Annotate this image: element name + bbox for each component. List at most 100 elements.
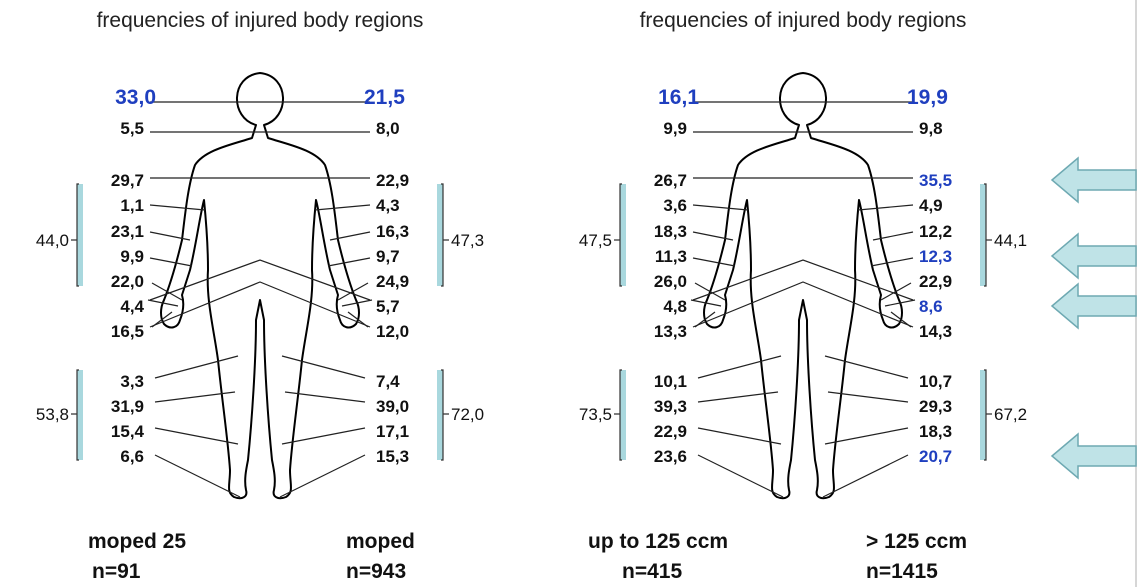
leader-line <box>697 454 784 498</box>
left-shoulder-label: 26,7 <box>654 171 687 190</box>
leader-line <box>692 257 736 267</box>
right-knee-label: 39,0 <box>376 397 409 416</box>
left-elbow-label: 23,1 <box>111 222 144 241</box>
left-elbow-label: 18,3 <box>654 222 687 241</box>
left-lower-bracket-line <box>614 369 622 461</box>
leader-line <box>154 427 239 445</box>
hand-chevron-line <box>149 281 371 328</box>
right-vehicle-label: > 125 ccm <box>866 530 967 553</box>
right-lower-group-total: 72,0 <box>451 405 484 424</box>
hand-chevron-line <box>692 281 914 328</box>
leader-lines <box>147 101 373 498</box>
left-upper-bracket-line <box>614 183 622 287</box>
right-wrist-label: 24,9 <box>376 272 409 291</box>
left-sample-size: n=415 <box>622 560 682 583</box>
left-forearm-label: 11,3 <box>655 247 687 266</box>
right-shoulder-label: 35,5 <box>919 171 952 190</box>
left-shoulder-label: 29,7 <box>111 171 144 190</box>
leader-line <box>824 427 909 445</box>
left-vehicle-label: moped 25 <box>88 530 186 553</box>
left-lower-group-total: 53,8 <box>36 405 69 424</box>
leader-line <box>327 257 371 267</box>
figure-title: frequencies of injured body regions <box>97 9 424 32</box>
left-sample-size: n=91 <box>92 560 141 583</box>
left-lower-bracket-line <box>71 369 79 461</box>
left-arrow-icon <box>1050 282 1137 330</box>
leader-line <box>827 391 909 403</box>
leader-line <box>824 355 909 379</box>
wrist-chevron-line <box>149 259 371 301</box>
right-fingers-label: 12,0 <box>376 322 409 341</box>
figure-right: frequencies of injured body regions 16,1… <box>579 9 1027 583</box>
left-upper-arm-label: 3,6 <box>663 196 687 215</box>
leader-line <box>314 204 371 211</box>
highlight-arrows <box>1050 156 1137 480</box>
leader-line <box>147 299 179 307</box>
leader-line <box>281 355 366 379</box>
leader-line <box>857 204 914 211</box>
leader-line <box>149 204 206 211</box>
value-labels: 16,19,926,73,618,311,326,04,813,310,139,… <box>654 86 952 466</box>
wrist-chevron-line <box>692 259 914 301</box>
right-forearm-label: 9,7 <box>376 247 400 266</box>
right-lower-group-total: 67,2 <box>994 405 1027 424</box>
leader-line <box>154 355 239 379</box>
leader-lines <box>690 101 916 498</box>
right-wrist-label: 22,9 <box>919 272 952 291</box>
right-thigh-label: 10,7 <box>919 372 952 391</box>
value-labels: 33,05,529,71,123,19,922,04,416,53,331,91… <box>111 86 409 466</box>
left-head-label: 16,1 <box>658 86 699 109</box>
left-fingers-label: 13,3 <box>654 322 687 341</box>
leader-line <box>880 282 912 301</box>
left-upper-bracket-line <box>71 183 79 287</box>
leader-line <box>884 299 916 307</box>
right-neck-label: 9,8 <box>919 119 943 138</box>
right-sample-size: n=1415 <box>866 560 938 583</box>
left-lower-bracket <box>77 370 83 460</box>
right-thigh-label: 7,4 <box>376 372 400 391</box>
leader-line <box>149 257 193 267</box>
leader-line <box>341 299 373 307</box>
left-arrow-icon <box>1050 432 1137 480</box>
left-wrist-label: 26,0 <box>654 272 687 291</box>
left-knee-label: 31,9 <box>111 397 144 416</box>
right-head-label: 21,5 <box>364 86 405 109</box>
leader-line <box>692 231 734 241</box>
figure-left: frequencies of injured body regions 33,0… <box>36 9 484 583</box>
right-knee-label: 29,3 <box>919 397 952 416</box>
left-lower-leg-label: 15,4 <box>111 422 145 441</box>
right-hand-label: 8,6 <box>919 297 943 316</box>
leader-line <box>154 454 241 498</box>
right-upper-bracket <box>437 184 443 286</box>
leader-line <box>284 391 366 403</box>
left-head-label: 33,0 <box>115 86 156 109</box>
leader-line <box>697 391 779 403</box>
right-elbow-label: 16,3 <box>376 222 409 241</box>
right-foot-label: 20,7 <box>919 447 952 466</box>
leader-line <box>872 231 914 241</box>
right-lower-bracket <box>980 370 986 460</box>
right-upper-arm-label: 4,9 <box>919 196 943 215</box>
right-foot-label: 15,3 <box>376 447 409 466</box>
left-upper-group-total: 44,0 <box>36 231 69 250</box>
right-vehicle-label: moped <box>346 530 415 553</box>
right-lower-leg-label: 17,1 <box>376 422 409 441</box>
right-lower-bracket <box>437 370 443 460</box>
left-foot-label: 23,6 <box>654 447 687 466</box>
right-upper-bracket-line <box>441 183 449 287</box>
right-edge-line <box>1135 0 1137 587</box>
figure-title: frequencies of injured body regions <box>640 9 967 32</box>
group-brackets: 47,573,544,167,2 <box>579 183 1027 461</box>
left-arrow-icon <box>1050 232 1137 280</box>
left-foot-label: 6,6 <box>120 447 144 466</box>
left-lower-leg-label: 22,9 <box>654 422 687 441</box>
right-lower-leg-label: 18,3 <box>919 422 952 441</box>
left-lower-group-total: 73,5 <box>579 405 612 424</box>
leader-line <box>822 454 909 498</box>
right-hand-label: 5,7 <box>376 297 400 316</box>
left-arrow-icon <box>1050 156 1137 204</box>
left-thigh-label: 10,1 <box>654 372 687 391</box>
right-lower-bracket-line <box>441 369 449 461</box>
left-hand-label: 4,4 <box>120 297 144 316</box>
